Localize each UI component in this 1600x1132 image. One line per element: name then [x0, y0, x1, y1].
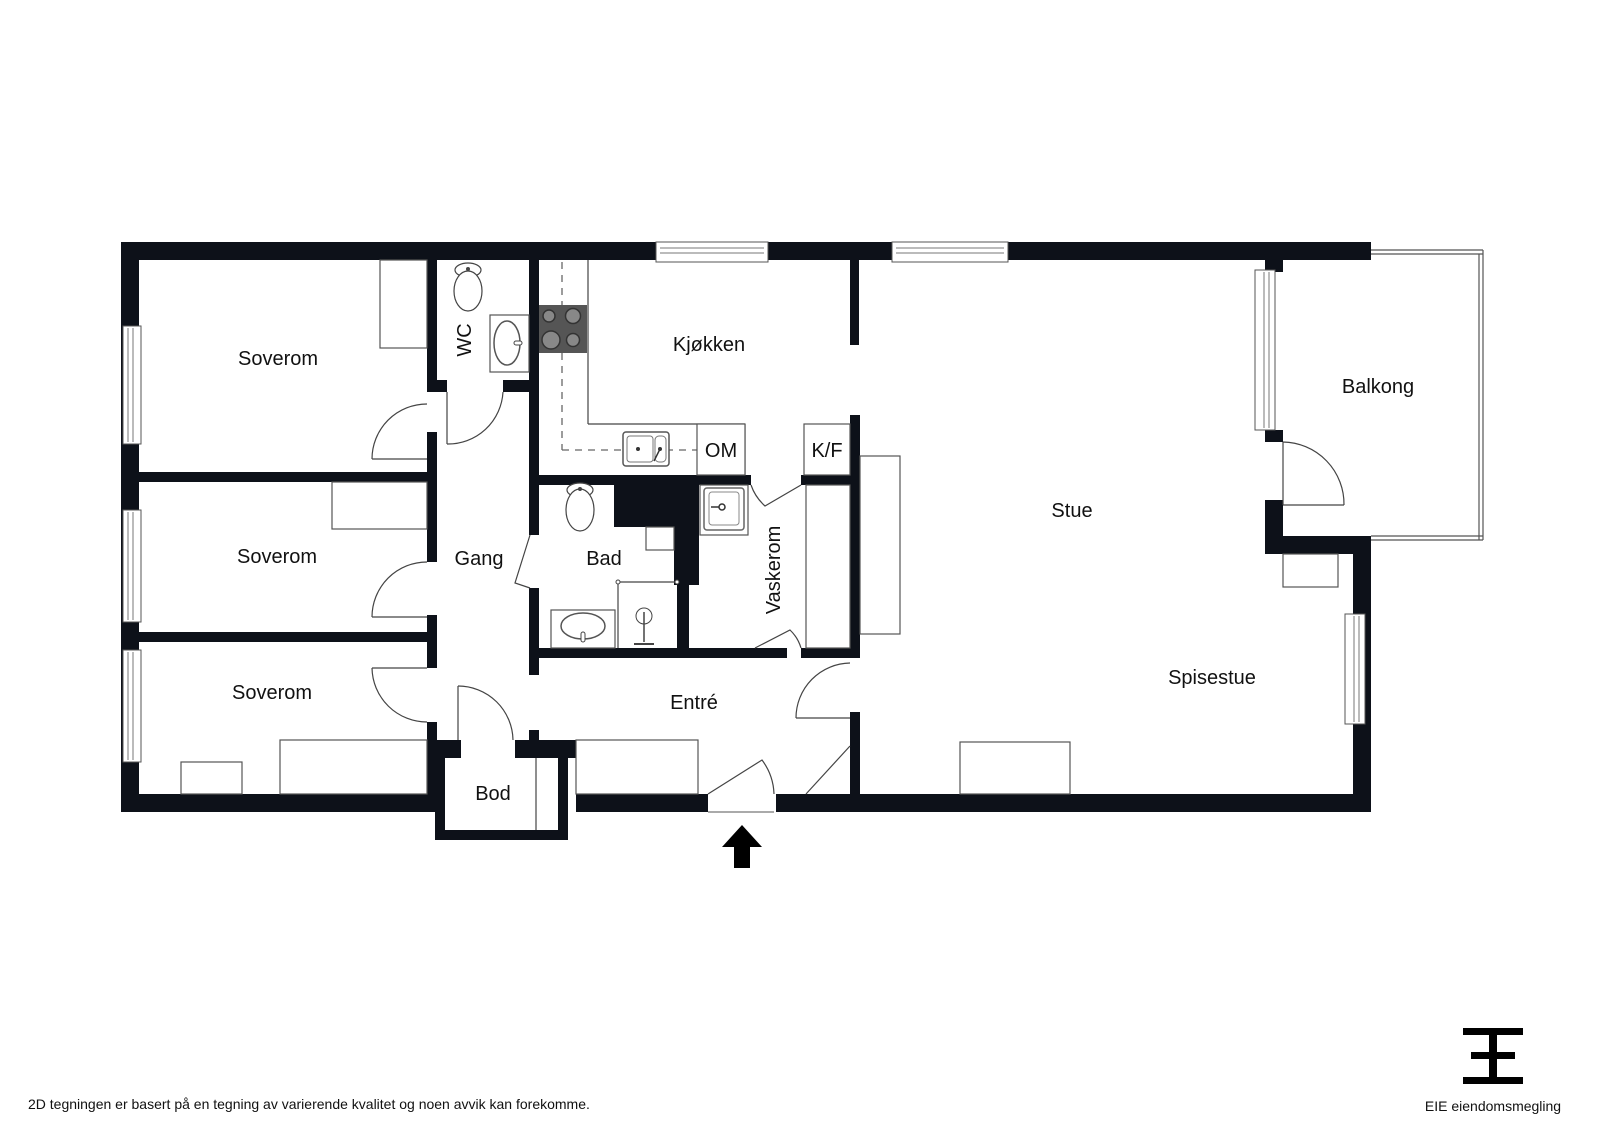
room-label-balkong: Balkong: [1342, 376, 1414, 398]
room-label-wc: WC: [454, 323, 476, 356]
bad-sink-icon: [550, 609, 616, 649]
stove-icon: [539, 305, 587, 353]
room-label-soverom-2: Soverom: [237, 546, 317, 568]
entrance-arrow-icon: [722, 825, 762, 868]
room-label-vaskerom: Vaskerom: [763, 526, 785, 615]
balcony-railing: [1282, 249, 1484, 541]
room-label-stue: Stue: [1051, 500, 1092, 522]
room-label-spisestue: Spisestue: [1168, 667, 1256, 689]
fixture-label-om: OM: [705, 440, 737, 462]
kitchen-sink-icon: [622, 431, 670, 467]
room-label-soverom-3: Soverom: [232, 682, 312, 704]
room-label-entre: Entré: [670, 692, 718, 714]
room-label-gang: Gang: [455, 548, 504, 570]
wc-sink-icon: [489, 314, 530, 373]
room-label-kjokken: Kjøkken: [673, 334, 745, 356]
furniture: [180, 259, 1339, 830]
shower-icon: [615, 579, 680, 648]
room-labels: Soverom Soverom Soverom WC Kjøkken Gang …: [232, 323, 1414, 805]
interior-walls: [139, 260, 860, 840]
kitchen-counter: [561, 260, 851, 476]
room-label-bod: Bod: [475, 783, 511, 805]
brand-block: EIE eiendomsmegling: [1418, 1028, 1568, 1114]
eie-logo-icon: [1463, 1028, 1523, 1084]
disclaimer-text: 2D tegningen er basert på en tegning av …: [28, 1096, 590, 1112]
room-label-bad: Bad: [586, 548, 622, 570]
room-label-soverom-1: Soverom: [238, 348, 318, 370]
windows: [122, 241, 1366, 763]
bad-toilet-icon: [565, 482, 595, 532]
utility-sink-icon: [699, 484, 749, 536]
fixture-label-kf: K/F: [811, 440, 842, 462]
brand-name: EIE eiendomsmegling: [1424, 1098, 1562, 1114]
doors: [371, 391, 851, 813]
toilet-icon: [453, 262, 483, 312]
